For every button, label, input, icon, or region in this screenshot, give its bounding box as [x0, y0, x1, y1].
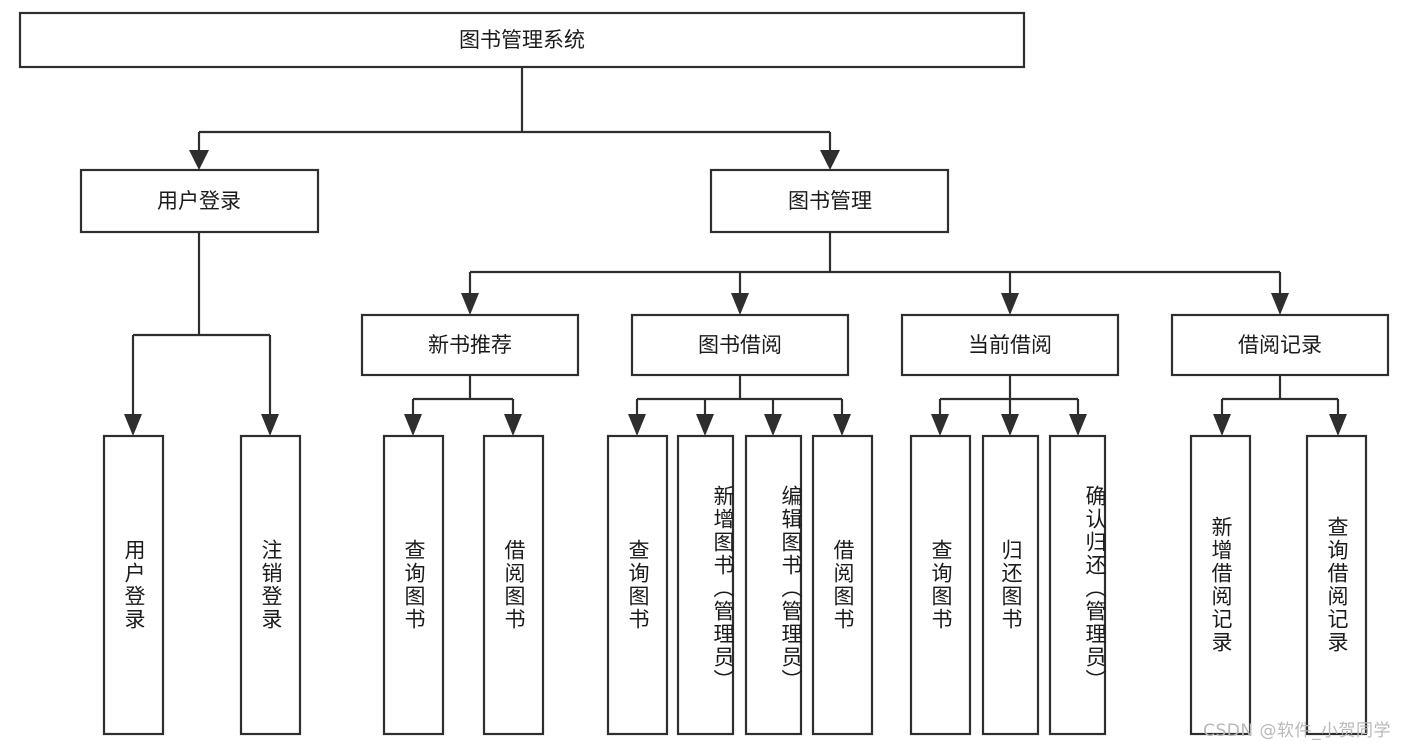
node-borrow-record[interactable]: 借阅记录: [1170, 313, 1390, 377]
leaf-box-bookborrow-4[interactable]: [811, 434, 874, 736]
leaf-box-borrowrec-2[interactable]: [1305, 434, 1368, 736]
node-new-book-recommend[interactable]: 新书推荐: [360, 313, 580, 377]
node-book-borrow-box[interactable]: [630, 313, 850, 377]
arrow-borrow-record: [1271, 293, 1289, 315]
leaf-box-bookborrow-3[interactable]: [744, 434, 803, 736]
leaf-box-curborrow-2[interactable]: [981, 434, 1040, 736]
leaf-box-curborrow-3[interactable]: [1048, 434, 1107, 736]
arrow-leaf-cb-3: [1069, 414, 1087, 436]
arrow-leaf-newbook-1: [404, 414, 422, 436]
node-user-login[interactable]: 用户登录: [79, 168, 320, 234]
node-current-borrow[interactable]: 当前借阅: [900, 313, 1120, 377]
arrow-leaf-cb-1: [931, 414, 949, 436]
node-book-manage-label: 图书管理: [788, 189, 872, 213]
arrow-book-borrow: [731, 293, 749, 315]
leaf-box-borrowrec-1[interactable]: [1189, 434, 1252, 736]
arrow-leaf-newbook-2: [504, 414, 522, 436]
node-book-manage-box[interactable]: [709, 168, 950, 234]
arrow-user-login: [189, 150, 209, 170]
arrow-leaf-bb-3: [764, 414, 782, 436]
arrow-new-book: [461, 293, 479, 315]
arrow-leaf-br-2: [1329, 414, 1347, 436]
node-book-borrow-label: 图书借阅: [698, 333, 782, 357]
node-borrow-record-label: 借阅记录: [1238, 333, 1322, 357]
leaf-box-newbook-2[interactable]: [482, 434, 545, 736]
arrow-leaf-bb-1: [628, 414, 646, 436]
leaf-box-newbook-1[interactable]: [382, 434, 445, 736]
arrow-leaf-bb-2: [696, 414, 714, 436]
leaf-box-bookborrow-1[interactable]: [606, 434, 669, 736]
nodes-layer: 图书管理系统 用户登录 图书管理 新书推荐 图书借阅 当前: [18, 11, 1390, 736]
leaf-box-curborrow-1[interactable]: [909, 434, 972, 736]
arrow-leaf-user-login-1: [124, 414, 142, 436]
connectors-layer: [124, 67, 1347, 436]
arrow-current-borrow: [1001, 293, 1019, 315]
node-current-borrow-box[interactable]: [900, 313, 1120, 377]
leaf-box-user-login-2[interactable]: [239, 434, 302, 736]
node-book-manage[interactable]: 图书管理: [709, 168, 950, 234]
arrow-leaf-br-1: [1213, 414, 1231, 436]
node-user-login-box[interactable]: [79, 168, 320, 234]
arrow-leaf-bb-4: [833, 414, 851, 436]
arrow-leaf-cb-2: [1001, 414, 1019, 436]
leaf-box-bookborrow-2[interactable]: [676, 434, 735, 736]
node-new-book-recommend-label: 新书推荐: [428, 333, 512, 357]
node-borrow-record-box[interactable]: [1170, 313, 1390, 377]
node-user-login-label: 用户登录: [157, 189, 241, 213]
leaf-box-user-login-1[interactable]: [102, 434, 165, 736]
node-root[interactable]: 图书管理系统: [18, 11, 1026, 69]
node-current-borrow-label: 当前借阅: [968, 333, 1052, 357]
node-book-borrow[interactable]: 图书借阅: [630, 313, 850, 377]
node-root-box[interactable]: [18, 11, 1026, 69]
arrow-leaf-user-login-2: [261, 414, 279, 436]
node-root-label: 图书管理系统: [459, 28, 585, 52]
node-new-book-recommend-box[interactable]: [360, 313, 580, 377]
arrow-book-manage: [820, 150, 840, 170]
